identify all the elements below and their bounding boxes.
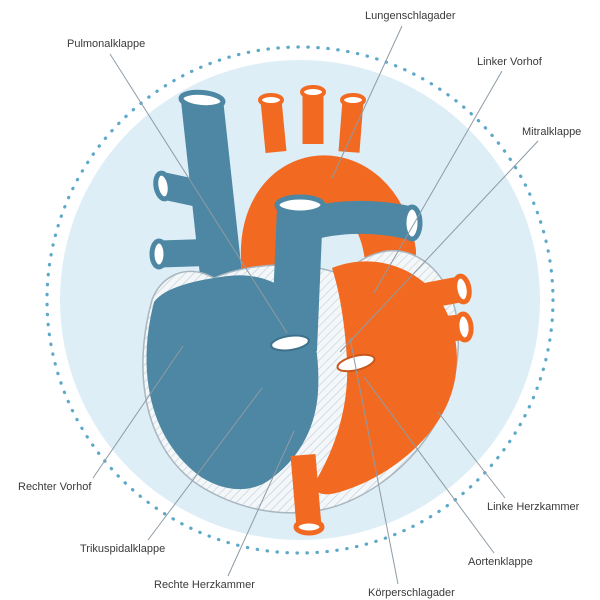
line-rechter-vorhof: [92, 345, 184, 479]
line-koerperschlagader: [349, 337, 399, 585]
valves: [270, 334, 376, 373]
label-lungenschlagader: Lungenschlagader: [365, 10, 456, 22]
label-lines: [92, 25, 539, 585]
line-pulmonalklappe: [109, 53, 288, 334]
label-pulmonalklappe: Pulmonalklappe: [67, 38, 146, 50]
label-rechte-herzkammer: Rechte Herzkammer: [154, 579, 255, 591]
left-heart-orange: [315, 261, 457, 495]
pulmonary-trunk: [271, 194, 423, 351]
descending-aorta: [290, 453, 325, 536]
label-aortenklappe: Aortenklappe: [468, 556, 533, 568]
label-linke-herzkammer: Linke Herzkammer: [487, 501, 580, 513]
pulmonary-veins: [422, 273, 474, 344]
label-mitralklappe: Mitralklappe: [522, 126, 582, 138]
label-linker-vorhof: Linker Vorhof: [477, 56, 542, 68]
dotted-ring: [45, 45, 555, 555]
line-aortenklappe: [363, 376, 495, 554]
line-lungenschlagader: [331, 25, 403, 179]
label-trikuspidalklappe: Trikuspidalklappe: [80, 543, 166, 555]
label-rechter-vorhof: Rechter Vorhof: [18, 481, 92, 493]
vena-cava-vessels: [149, 89, 245, 305]
line-trikuspidalklappe: [147, 387, 263, 541]
line-linker-vorhof: [373, 70, 503, 294]
line-mitralklappe: [339, 140, 539, 353]
line-linke-herzkammer: [437, 411, 506, 499]
label-koerperschlagader: Körperschlagader: [368, 587, 455, 599]
line-rechte-herzkammer: [227, 430, 295, 577]
